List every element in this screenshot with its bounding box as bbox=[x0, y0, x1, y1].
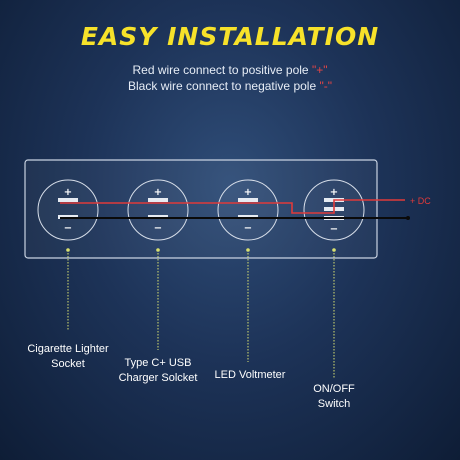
socket-circle bbox=[127, 179, 189, 241]
red-positive-wire bbox=[60, 199, 405, 214]
label-cigarette-lighter-socket: Cigarette Lighter Socket bbox=[27, 343, 109, 370]
leader-dot bbox=[66, 248, 70, 252]
socket-circle bbox=[37, 179, 99, 241]
terminal-bar bbox=[238, 198, 258, 202]
black-wire-text: Black wire connect to negative pole bbox=[128, 79, 317, 93]
page-title: EASY INSTALLATION bbox=[80, 22, 380, 51]
leader-dot bbox=[332, 248, 336, 252]
minus-sign: − bbox=[154, 223, 162, 234]
plus-sign: + bbox=[64, 187, 72, 198]
ground-terminal bbox=[406, 216, 410, 220]
label-led-voltmeter: LED Voltmeter bbox=[214, 369, 286, 381]
leader-dot bbox=[246, 248, 250, 252]
terminal-bar bbox=[58, 198, 78, 202]
plus-sign: + bbox=[330, 187, 338, 198]
label-type-c-usb: Type C+ USB Charger Solcket bbox=[118, 357, 198, 384]
black-wire-instruction: Black wire connect to negative pole "-" bbox=[0, 79, 460, 93]
dc-label: + DC bbox=[410, 196, 431, 206]
red-wire-text: Red wire connect to positive pole bbox=[132, 63, 309, 77]
label-on-off-switch: ON/OFF Switch bbox=[313, 383, 355, 410]
terminal-bar bbox=[148, 198, 168, 202]
plus-sign: + bbox=[154, 187, 162, 198]
minus-sign: − bbox=[244, 223, 252, 234]
leader-dot bbox=[156, 248, 160, 252]
minus-sign: − bbox=[330, 224, 338, 235]
plus-sign: + bbox=[244, 187, 252, 198]
negative-pole-symbol: "-" bbox=[319, 79, 332, 93]
socket-circle bbox=[303, 179, 365, 241]
positive-pole-symbol: "+" bbox=[311, 63, 328, 77]
red-wire-instruction: Red wire connect to positive pole "+" bbox=[0, 63, 460, 77]
leader-lines bbox=[67, 250, 335, 378]
minus-sign: − bbox=[64, 223, 72, 234]
switch-panel-outline bbox=[24, 159, 378, 259]
socket-circle bbox=[217, 179, 279, 241]
